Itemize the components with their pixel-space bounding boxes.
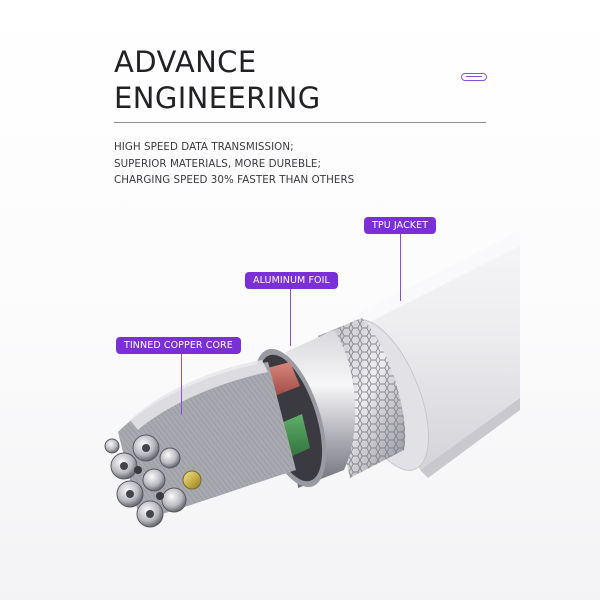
feature-item: CHARGING SPEED 30% FASTER THAN OTHERS (114, 174, 355, 186)
headline-line-2: ENGINEERING (114, 81, 321, 115)
feature-item: SUPERIOR MATERIALS, MORE DUREBLE; (114, 157, 321, 170)
divider-line (114, 122, 486, 123)
tpu-jacket-label: TPU JACKET (364, 217, 437, 234)
core-leader-line (181, 353, 183, 415)
tinned-copper-core-label: TINNED COPPER CORE (116, 337, 241, 354)
strand-ends (104, 434, 202, 528)
headline-line-1: ADVANCE (114, 45, 257, 79)
usb-c-port-icon (461, 73, 487, 81)
headline: ADVANCE ENGINEERING (114, 44, 321, 116)
tpu-jacket (352, 230, 520, 470)
aluminum-foil-label: ALUMINUM FOIL (245, 272, 338, 289)
feature-item: HIGH SPEED DATA TRANSMISSION; (114, 141, 294, 153)
jacket-leader-line (400, 233, 402, 301)
feature-list: HIGH SPEED DATA TRANSMISSION; SUPERIOR M… (114, 139, 354, 189)
foil-leader-line (290, 288, 292, 346)
